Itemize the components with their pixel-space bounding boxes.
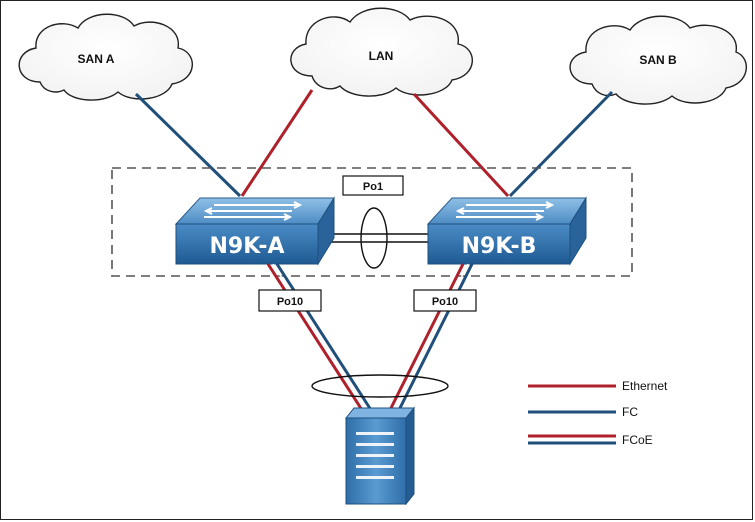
- switch-n9k-a[interactable]: N9K-A: [174, 196, 335, 266]
- fcoe-link-a-server: [266, 263, 373, 411]
- cloud-san-b-label: SAN B: [639, 53, 677, 67]
- switch-b-label: N9K-B: [462, 234, 537, 259]
- server-icon[interactable]: [344, 406, 416, 506]
- po10-left-label-box: Po10: [258, 289, 322, 312]
- po10-right-label-box: Po10: [413, 289, 477, 312]
- switch-a-label: N9K-A: [209, 234, 284, 259]
- po10-left-label: Po10: [277, 296, 303, 308]
- ethernet-link-lan-a: [240, 89, 314, 197]
- peer-link-bundle-oval: [360, 207, 388, 269]
- legend: Ethernet FC FCoE: [528, 379, 668, 447]
- cloud-lan-label: LAN: [369, 49, 394, 63]
- po1-label: Po1: [363, 181, 383, 193]
- cloud-san-b: SAN B: [569, 15, 748, 105]
- ethernet-link-lan-b: [412, 92, 510, 198]
- legend-ethernet-label: Ethernet: [622, 379, 668, 393]
- switch-b-arrows-icon: [455, 201, 555, 221]
- switch-a-arrows-icon: [203, 201, 303, 221]
- cloud-san-a-label: SAN A: [78, 52, 115, 66]
- fc-link-san-a: [134, 92, 242, 198]
- vpc-domain-box: [111, 167, 633, 277]
- po1-label-box: Po1: [342, 175, 404, 196]
- fcoe-link-b-server: [388, 263, 474, 411]
- fc-link-san-b: [508, 90, 614, 198]
- cloud-san-a: SAN A: [18, 13, 193, 101]
- cloud-lan: LAN: [290, 7, 473, 97]
- legend-fcoe-swatch: [528, 434, 616, 445]
- server-bundle-oval: [311, 374, 449, 398]
- legend-fcoe-label: FCoE: [622, 433, 653, 447]
- switch-n9k-b[interactable]: N9K-B: [426, 196, 587, 266]
- legend-fc-label: FC: [622, 405, 638, 419]
- po10-right-label: Po10: [432, 296, 458, 308]
